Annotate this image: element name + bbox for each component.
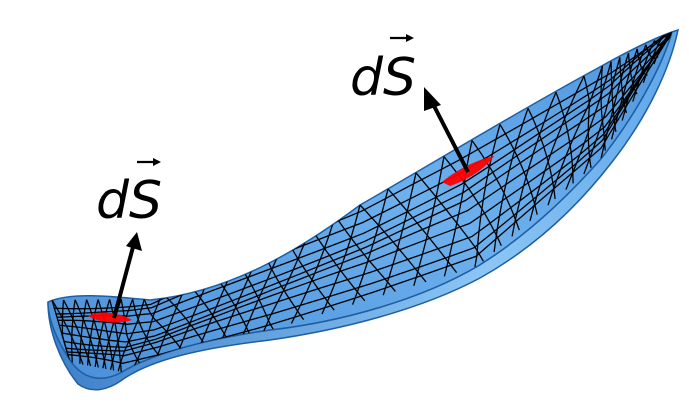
grid-line <box>290 215 336 324</box>
grid-line <box>86 299 99 366</box>
grid-line <box>547 65 604 206</box>
grid-line <box>499 124 538 215</box>
grid-line <box>143 298 186 355</box>
label-lower: dS <box>96 158 162 231</box>
grid-line <box>382 172 417 296</box>
label-upper-text: dS <box>350 48 416 108</box>
grid-line <box>310 226 366 302</box>
grid-line <box>529 75 585 221</box>
grid-line <box>334 215 396 292</box>
grid-line <box>415 172 484 262</box>
grid-line <box>120 299 143 367</box>
grid-line <box>65 32 672 352</box>
grid-line <box>117 298 145 372</box>
normal-arrow-lower <box>112 232 142 319</box>
grid-line <box>108 299 122 372</box>
grid-line <box>161 293 208 349</box>
grid-line <box>474 124 501 268</box>
grid-line <box>654 37 670 46</box>
grid-line <box>583 75 592 168</box>
grid-line <box>79 299 88 364</box>
vector-arrow-icon <box>390 34 414 42</box>
grid-line <box>610 48 638 140</box>
grid-line <box>132 293 163 370</box>
grid-line <box>653 32 672 65</box>
grid-line <box>62 299 92 367</box>
grid-line <box>413 156 445 286</box>
grid-line <box>97 299 115 371</box>
grid-line <box>74 299 99 368</box>
grid-line <box>85 299 107 370</box>
grid-line <box>63 32 672 348</box>
grid-line <box>610 61 617 132</box>
grid-line <box>632 40 656 102</box>
grid-line <box>94 299 111 367</box>
grid-line <box>555 91 574 184</box>
grid-line <box>109 298 134 370</box>
grid-line <box>359 204 427 283</box>
grid-line <box>511 91 557 237</box>
grid-line <box>621 44 647 121</box>
grid-line <box>58 32 672 325</box>
grid-line <box>351 188 389 305</box>
grid-line <box>132 299 164 361</box>
grid-line <box>68 32 672 364</box>
label-lower-text: dS <box>96 171 162 231</box>
grid-line <box>262 226 312 333</box>
grid-line <box>619 57 628 114</box>
grid-line <box>600 65 606 151</box>
grid-line <box>527 108 556 200</box>
grid-line <box>71 299 76 363</box>
surface-patch-lower <box>88 312 132 323</box>
grid-line <box>493 108 529 253</box>
grid-line <box>51 299 84 365</box>
grid-line <box>387 188 458 273</box>
grid-line <box>600 53 630 159</box>
grid-line <box>636 48 648 76</box>
vector-arrow-icon <box>137 158 161 166</box>
normal-arrow-upper <box>424 87 470 173</box>
grid-line <box>471 140 520 231</box>
grid-line <box>583 57 621 175</box>
grid-line <box>153 282 188 363</box>
grid-line <box>443 140 473 277</box>
grid-line <box>565 61 612 190</box>
grid-line <box>61 299 71 363</box>
grid-line <box>61 33 672 343</box>
grid-line <box>443 156 502 246</box>
label-upper: dS <box>350 34 416 108</box>
grid-line <box>627 53 638 95</box>
grid-line <box>321 204 361 315</box>
grid-line <box>642 35 664 84</box>
